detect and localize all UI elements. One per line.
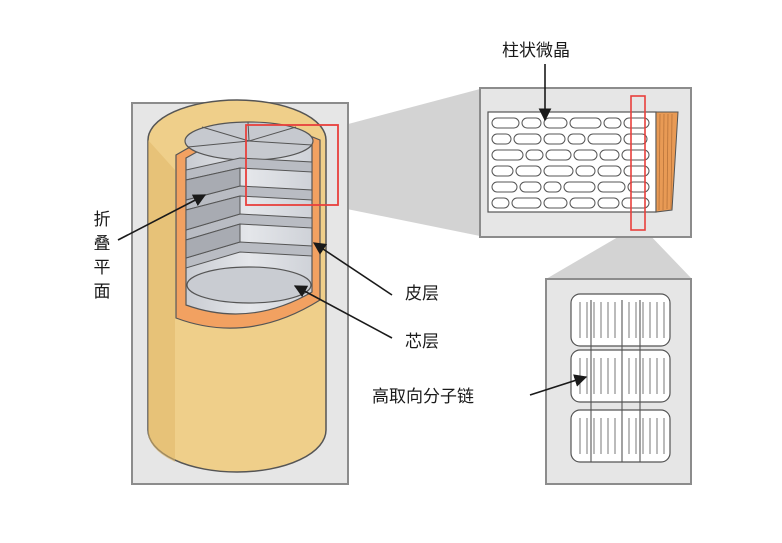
arrow-folded-surface <box>117 194 207 241</box>
microcrystal <box>525 149 544 161</box>
skin-strip <box>655 111 679 213</box>
top-face-sectors <box>187 121 313 148</box>
microcrystal <box>597 181 626 193</box>
microcrystal <box>515 165 542 177</box>
microcrystal <box>621 197 650 209</box>
highlight-box-fiber <box>245 124 339 206</box>
zoom-callout-2 <box>546 230 692 279</box>
arrow-skin-layer <box>312 242 393 296</box>
microcrystal <box>627 181 650 193</box>
label-folded-surface-char-1: 折 <box>93 210 111 230</box>
lamella-block <box>570 409 671 463</box>
microcrystal <box>545 149 572 161</box>
label-columnar-microcrystal: 柱状微晶 <box>502 41 570 61</box>
microcrystal <box>491 197 510 209</box>
microcrystal <box>511 197 542 209</box>
microcrystal <box>543 133 566 145</box>
microcrystal <box>543 197 568 209</box>
zoom-callout-1 <box>337 89 480 236</box>
microcrystal <box>573 149 598 161</box>
microcrystal <box>491 117 520 129</box>
microcrystal <box>621 149 650 161</box>
microcrystal <box>543 165 574 177</box>
microcrystal <box>513 133 542 145</box>
label-folded-surface-char-3: 平 <box>93 258 111 278</box>
microcrystal <box>543 181 562 193</box>
lamella-sidewalls <box>185 167 241 259</box>
microcrystal <box>575 165 596 177</box>
microcrystal <box>603 117 622 129</box>
microcrystal <box>567 133 586 145</box>
tie-chains <box>590 300 641 462</box>
microcrystal <box>491 149 524 161</box>
label-core-layer: 芯层 <box>405 332 439 352</box>
lamella-block <box>570 349 671 403</box>
chain-blocks <box>570 293 671 463</box>
microcrystal <box>491 133 512 145</box>
microcrystal <box>569 117 602 129</box>
microcrystal <box>569 197 596 209</box>
label-oriented-chains: 高取向分子链 <box>372 387 474 407</box>
microcrystal <box>587 133 622 145</box>
arrow-core-layer <box>293 285 393 339</box>
cylinder-shading <box>147 140 175 462</box>
microcrystal <box>597 165 622 177</box>
arrow-oriented-chains <box>529 374 588 396</box>
lamella-block <box>570 293 671 347</box>
microcrystal <box>563 181 596 193</box>
skin-strip-lines <box>658 113 673 211</box>
microcrystal <box>521 117 542 129</box>
label-folded-surface-char-4: 面 <box>93 282 111 302</box>
microcrystal <box>599 149 620 161</box>
highlight-box-microcrystal <box>630 95 646 231</box>
microcrystal <box>597 197 620 209</box>
label-folded-surface-char-2: 叠 <box>93 234 111 254</box>
microcrystal <box>519 181 542 193</box>
microcrystal-slab <box>487 111 657 213</box>
label-folded-surface: 折 叠 平 面 <box>92 212 112 308</box>
microcrystal <box>623 133 648 145</box>
microcrystal <box>543 117 568 129</box>
microcrystal-rows <box>491 117 650 209</box>
core-bottom-disc <box>186 266 312 304</box>
label-skin-layer: 皮层 <box>405 284 439 304</box>
microcrystal <box>491 165 514 177</box>
microcrystal <box>491 181 518 193</box>
